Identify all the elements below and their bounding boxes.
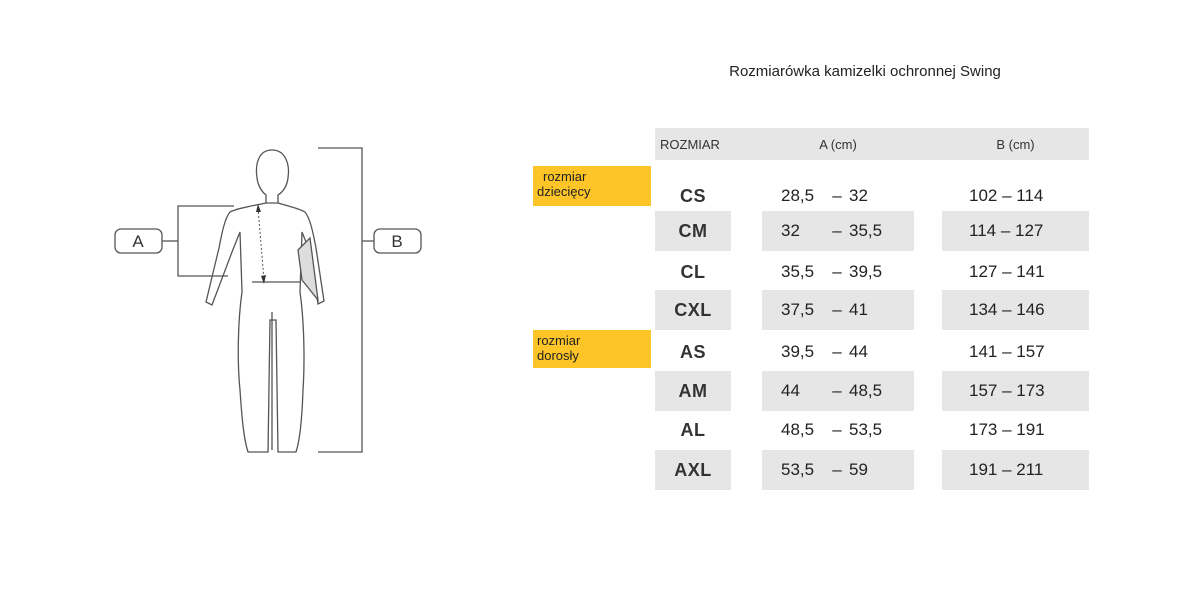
a-range-cell: 39,5–44	[762, 332, 914, 372]
a-min: 48,5	[781, 420, 815, 439]
tag-adult-line2: dorosły	[537, 348, 579, 363]
a-range-cell: 48,5–53,5	[762, 410, 914, 450]
range-dash: –	[832, 221, 842, 240]
a-min: 39,5	[781, 342, 815, 361]
range-dash: –	[832, 300, 842, 319]
a-range-cell: 35,5–39,5	[762, 252, 914, 292]
tag-child-line1: rozmiar	[543, 169, 587, 184]
range-dash: –	[832, 262, 842, 281]
a-range-cell: 28,5–32	[762, 176, 914, 216]
range-dash: –	[832, 420, 842, 439]
a-min: 28,5	[781, 186, 815, 205]
label-a-box	[114, 228, 163, 254]
a-max: 48,5	[849, 381, 883, 400]
a-range-cell: 37,5–41	[762, 290, 914, 330]
b-range-cell: 173 – 191	[969, 420, 1045, 439]
a-min: 32	[781, 221, 800, 240]
b-range-cell: 102 – 114	[969, 186, 1044, 205]
b-range-cell: 157 – 173	[942, 371, 1089, 411]
a-min: 53,5	[781, 460, 815, 479]
b-range-cell: 114 – 127	[942, 211, 1089, 251]
a-range-cell: 53,5–59	[762, 450, 914, 490]
b-range-cell: 141 – 157	[969, 342, 1045, 361]
size-cell: AL	[680, 419, 706, 440]
body-measurement-figure: A B	[114, 147, 422, 453]
size-cell: CS	[679, 185, 706, 206]
table-header-band	[655, 128, 1089, 160]
size-cell: AXL	[655, 450, 731, 490]
size-cell: CXL	[655, 290, 731, 330]
a-max: 59	[849, 460, 868, 479]
a-range-cell: 44 –48,5	[762, 371, 914, 411]
a-max: 39,5	[849, 262, 883, 281]
range-dash: –	[832, 186, 842, 205]
range-dash: –	[832, 460, 842, 479]
a-max: 32	[849, 186, 868, 205]
range-dash: –	[832, 381, 842, 400]
a-max: 41	[849, 300, 868, 319]
size-cell: AM	[655, 371, 731, 411]
size-cell: CL	[680, 261, 706, 282]
header-b: B (cm)	[996, 136, 1035, 152]
a-min: 37,5	[781, 300, 815, 319]
size-cell: CM	[655, 211, 731, 251]
a-min: 35,5	[781, 262, 815, 281]
header-a: A (cm)	[819, 136, 857, 152]
a-min: 44	[781, 381, 800, 400]
label-b-box	[373, 228, 422, 254]
tag-child: rozmiar dziecięcy	[533, 166, 651, 206]
size-cell: AS	[679, 341, 706, 362]
a-max: 35,5	[849, 221, 883, 240]
label-a: A	[132, 232, 144, 251]
range-dash: –	[832, 342, 842, 361]
a-max: 53,5	[849, 420, 883, 439]
tag-adult-line1: rozmiar	[537, 333, 581, 348]
b-range-cell: 127 – 141	[969, 262, 1045, 281]
a-max: 44	[849, 342, 868, 361]
header-size: ROZMIAR	[660, 136, 720, 152]
label-b: B	[391, 232, 402, 251]
chart-title: Rozmiarówka kamizelki ochronnej Swing	[729, 63, 1001, 80]
b-range-cell: 134 – 146	[942, 290, 1089, 330]
a-range-cell: 32 –35,5	[762, 211, 914, 251]
b-range-cell: 191 – 211	[942, 450, 1089, 490]
tag-child-line2: dziecięcy	[537, 184, 591, 199]
tag-adult: rozmiar dorosły	[533, 330, 651, 368]
